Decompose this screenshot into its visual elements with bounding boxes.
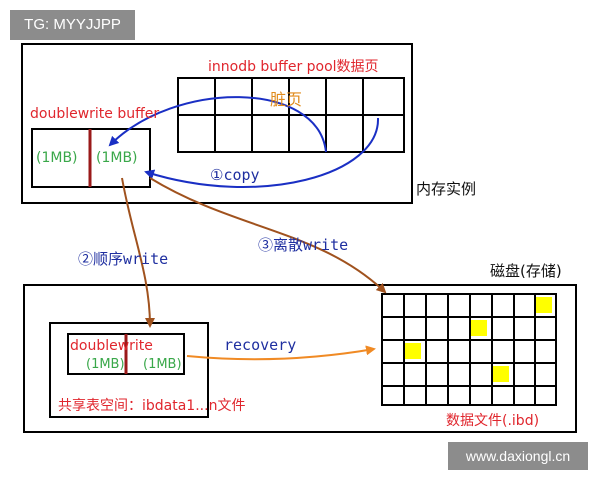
recovery-label: recovery	[224, 336, 297, 354]
shared-doublewrite-label: doublewrite	[70, 338, 153, 354]
dirty-page-cell	[470, 320, 487, 336]
doublewrite-buffer-label: doublewrite buffer	[30, 106, 160, 122]
data-file-grid	[381, 293, 557, 406]
recovery-arrow	[186, 345, 376, 361]
data-file-label: 数据文件(.ibd)	[446, 413, 540, 429]
telegram-badge: TG: MYYJJPP	[10, 10, 135, 40]
buffer-chunk-2-label: (1MB)	[96, 150, 138, 166]
sequential-write-label: ②顺序write	[78, 250, 169, 268]
scatter-write-arrow	[149, 177, 387, 294]
buffer-pool-label: innodb buffer pool数据页	[208, 59, 379, 75]
disk-title: 磁盘(存储)	[490, 262, 562, 280]
memory-instance-box	[21, 43, 413, 204]
sequential-write-arrow	[121, 177, 155, 328]
disk-chunk-1-label: (1MB)	[86, 357, 125, 372]
copy-step-label: ①copy	[210, 166, 260, 184]
shared-tablespace-box	[49, 322, 209, 418]
memory-instance-title: 内存实例	[416, 180, 477, 198]
shared-tablespace-label: 共享表空间：ibdata1...n文件	[58, 398, 246, 414]
dirty-page-cell	[535, 297, 552, 313]
buffer-chunk-1-label: (1MB)	[36, 150, 78, 166]
disk-box	[23, 284, 577, 433]
buffer-pool-grid	[177, 77, 405, 153]
copy-arrow-lower	[144, 117, 380, 188]
site-watermark: www.daxiongl.cn	[448, 442, 588, 470]
copy-arrow-upper	[108, 96, 327, 153]
dirty-page-cell	[492, 366, 509, 382]
scatter-write-label: ③离散write	[258, 236, 349, 254]
dirty-page-label: 脏页	[270, 90, 303, 109]
disk-chunk-2-label: (1MB)	[143, 357, 182, 372]
dirty-page-cell	[404, 343, 421, 359]
